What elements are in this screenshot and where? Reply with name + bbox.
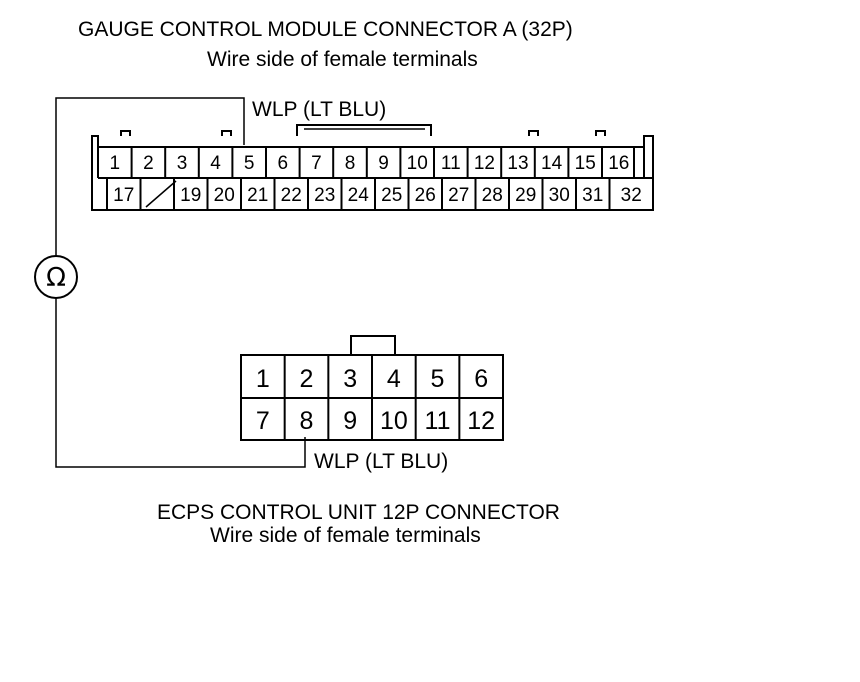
- connector-a-pin-label: 12: [474, 153, 495, 174]
- connector-a-pin-label: 23: [314, 185, 335, 206]
- connector-a-pin-label: 11: [441, 153, 461, 174]
- connector-a-pin-label: 7: [311, 153, 322, 174]
- wire-a-to-meter: [55, 97, 245, 256]
- connector-b-wire-label: WLP (LT BLU): [314, 450, 448, 473]
- connector-a-pin-label: 20: [214, 185, 235, 206]
- connector-a-pin-label: 9: [378, 153, 389, 174]
- connector-a-nub: [120, 130, 131, 136]
- connector-b-pin-label: 10: [380, 407, 408, 435]
- wire-meter-to-b: [55, 298, 306, 468]
- connector-a-pin-label: 19: [180, 185, 201, 206]
- connector-a-pin-label: 31: [582, 185, 603, 206]
- connector-a-title: GAUGE CONTROL MODULE CONNECTOR A (32P): [78, 18, 573, 41]
- connector-b-pin-label: 7: [256, 407, 270, 435]
- connector-a-pin-label: 15: [575, 153, 596, 174]
- connector-a-pin-label: 22: [281, 185, 302, 206]
- connector-b-pin-label: 4: [387, 365, 401, 393]
- connector-b-bottom-row: 7 8 9 10 11 12: [256, 398, 495, 440]
- connector-a-pin-label: 25: [381, 185, 402, 206]
- connector-a-pin-label: 5: [244, 153, 255, 174]
- connector-a-pin-label: 30: [549, 185, 570, 206]
- connector-a-pin-label: 3: [177, 153, 188, 174]
- connector-a-pin-label: 2: [143, 153, 154, 174]
- connector-a-pin-label: 14: [541, 153, 563, 174]
- connector-a-outline: [91, 135, 654, 211]
- connector-a-pin-label: 6: [278, 153, 289, 174]
- connector-b-pin-label: 11: [425, 407, 451, 435]
- connector-a-wire-label: WLP (LT BLU): [252, 98, 386, 121]
- connector-b-pin-label: 6: [474, 365, 488, 393]
- connector-a-pin-label: 28: [482, 185, 503, 206]
- connector-a-pin-label: 29: [515, 185, 536, 206]
- connector-a-subtitle: Wire side of female terminals: [207, 48, 478, 71]
- connector-a-pin-label: 21: [247, 185, 268, 206]
- connector-a-bottom-row: 17 19 20 21 22 23 24 25 26 27 28 29 30 31 32: [106, 178, 642, 210]
- connector-a-pin-label: 26: [415, 185, 436, 206]
- connector-b-pin-label: 3: [343, 365, 357, 393]
- connector-a-empty-cavity: [145, 180, 177, 208]
- connector-a-nub: [595, 130, 606, 136]
- connector-b-top-row: 1 2 3 4 5 6: [256, 355, 488, 398]
- connector-a-pin-label: 10: [407, 153, 428, 174]
- connector-a-pin-label: 8: [345, 153, 356, 174]
- connector-a-nub: [221, 130, 232, 136]
- connector-a-pin-label: 4: [210, 153, 221, 174]
- connector-b-pin-label: 1: [256, 365, 270, 393]
- connector-a-pin-label: 27: [448, 185, 469, 206]
- connector-b-pin-label: 8: [300, 407, 314, 435]
- connector-a-pin-label: 16: [608, 153, 629, 174]
- connector-b-subtitle: Wire side of female terminals: [210, 524, 481, 547]
- connector-a-nub: [528, 130, 539, 136]
- ohmmeter-icon: Ω: [34, 255, 78, 299]
- connector-a-pin-label: 1: [110, 153, 121, 174]
- connector-b-pin-label: 2: [300, 365, 314, 393]
- connector-b-title: ECPS CONTROL UNIT 12P CONNECTOR: [157, 501, 560, 524]
- connector-a-pin-label: 17: [113, 185, 134, 206]
- connector-b-pin-label: 12: [467, 407, 495, 435]
- connector-a-lock-tab: [296, 124, 432, 136]
- ohm-symbol: Ω: [46, 263, 66, 293]
- connector-b-pin-label: 5: [431, 365, 445, 393]
- connector-a-pin-label: 32: [621, 185, 642, 206]
- connector-a-pin-label: 13: [507, 153, 528, 174]
- connector-b-lock-tab: [350, 335, 396, 355]
- connector-a-pin-label: 24: [348, 185, 370, 206]
- connector-b-pin-label: 9: [343, 407, 357, 435]
